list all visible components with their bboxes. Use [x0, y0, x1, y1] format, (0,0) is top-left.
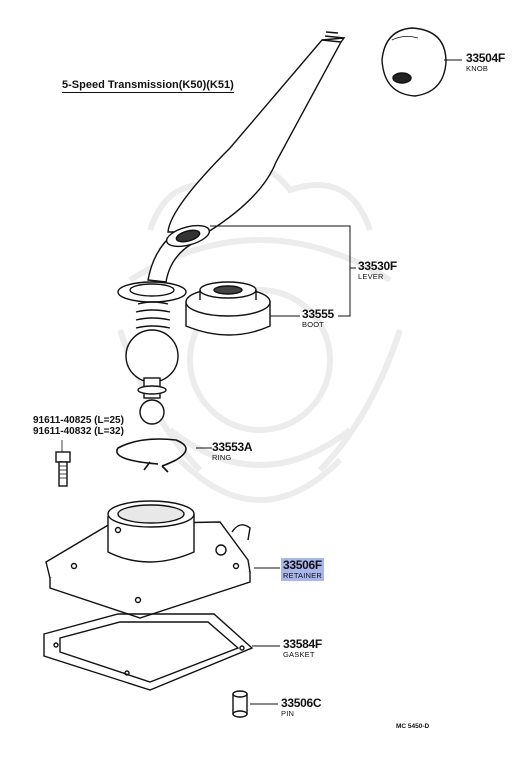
diagram-code: MC 5450-D	[396, 723, 430, 730]
part-name: KNOB	[466, 64, 489, 73]
part-name: LEVER	[358, 272, 384, 281]
bolt-drawing	[55, 440, 71, 487]
part-label-boot[interactable]: 33555 BOOT	[302, 308, 334, 329]
part-name: RETAINER	[283, 571, 322, 580]
part-number: 33506F	[283, 558, 322, 572]
part-name: GASKET	[283, 650, 315, 659]
part-number: 33530F	[358, 259, 397, 273]
lever-bracket	[210, 59, 462, 317]
part-number: 33506C	[281, 696, 322, 710]
part-label-bolt[interactable]: 91611-40825 (L=25) 91611-40832 (L=32)	[33, 415, 124, 437]
part-name: RING	[212, 453, 232, 462]
boot-drawing	[185, 281, 271, 336]
bolt-part-number-32: 91611-40832 (L=32)	[33, 425, 124, 437]
knob-drawing	[381, 27, 447, 97]
lever-drawing	[117, 31, 346, 425]
part-label-pin[interactable]: 33506C PIN	[281, 696, 322, 718]
part-label-ring[interactable]: 33553A RING	[212, 440, 253, 462]
part-number: 33504F	[466, 51, 505, 65]
part-label-knob[interactable]: 33504F KNOB	[466, 52, 505, 73]
pin-drawing	[232, 690, 278, 718]
part-label-retainer[interactable]: 33506F RETAINER	[281, 558, 324, 581]
ring-drawing	[116, 438, 212, 473]
diagram-title: 5-Speed Transmission(K50)(K51)	[62, 79, 234, 93]
part-number: 33555	[302, 307, 334, 321]
part-label-gasket[interactable]: 33584F GASKET	[283, 638, 322, 659]
part-name: PIN	[281, 709, 295, 718]
part-number: 33553A	[212, 440, 253, 454]
part-number: 33584F	[283, 637, 322, 651]
retainer-drawing	[45, 500, 280, 619]
part-label-lever[interactable]: 33530F LEVER	[358, 260, 397, 281]
gasket-drawing	[43, 613, 280, 691]
bolt-part-number-25: 91611-40825 (L=25)	[33, 415, 124, 426]
part-name: BOOT	[302, 320, 325, 329]
